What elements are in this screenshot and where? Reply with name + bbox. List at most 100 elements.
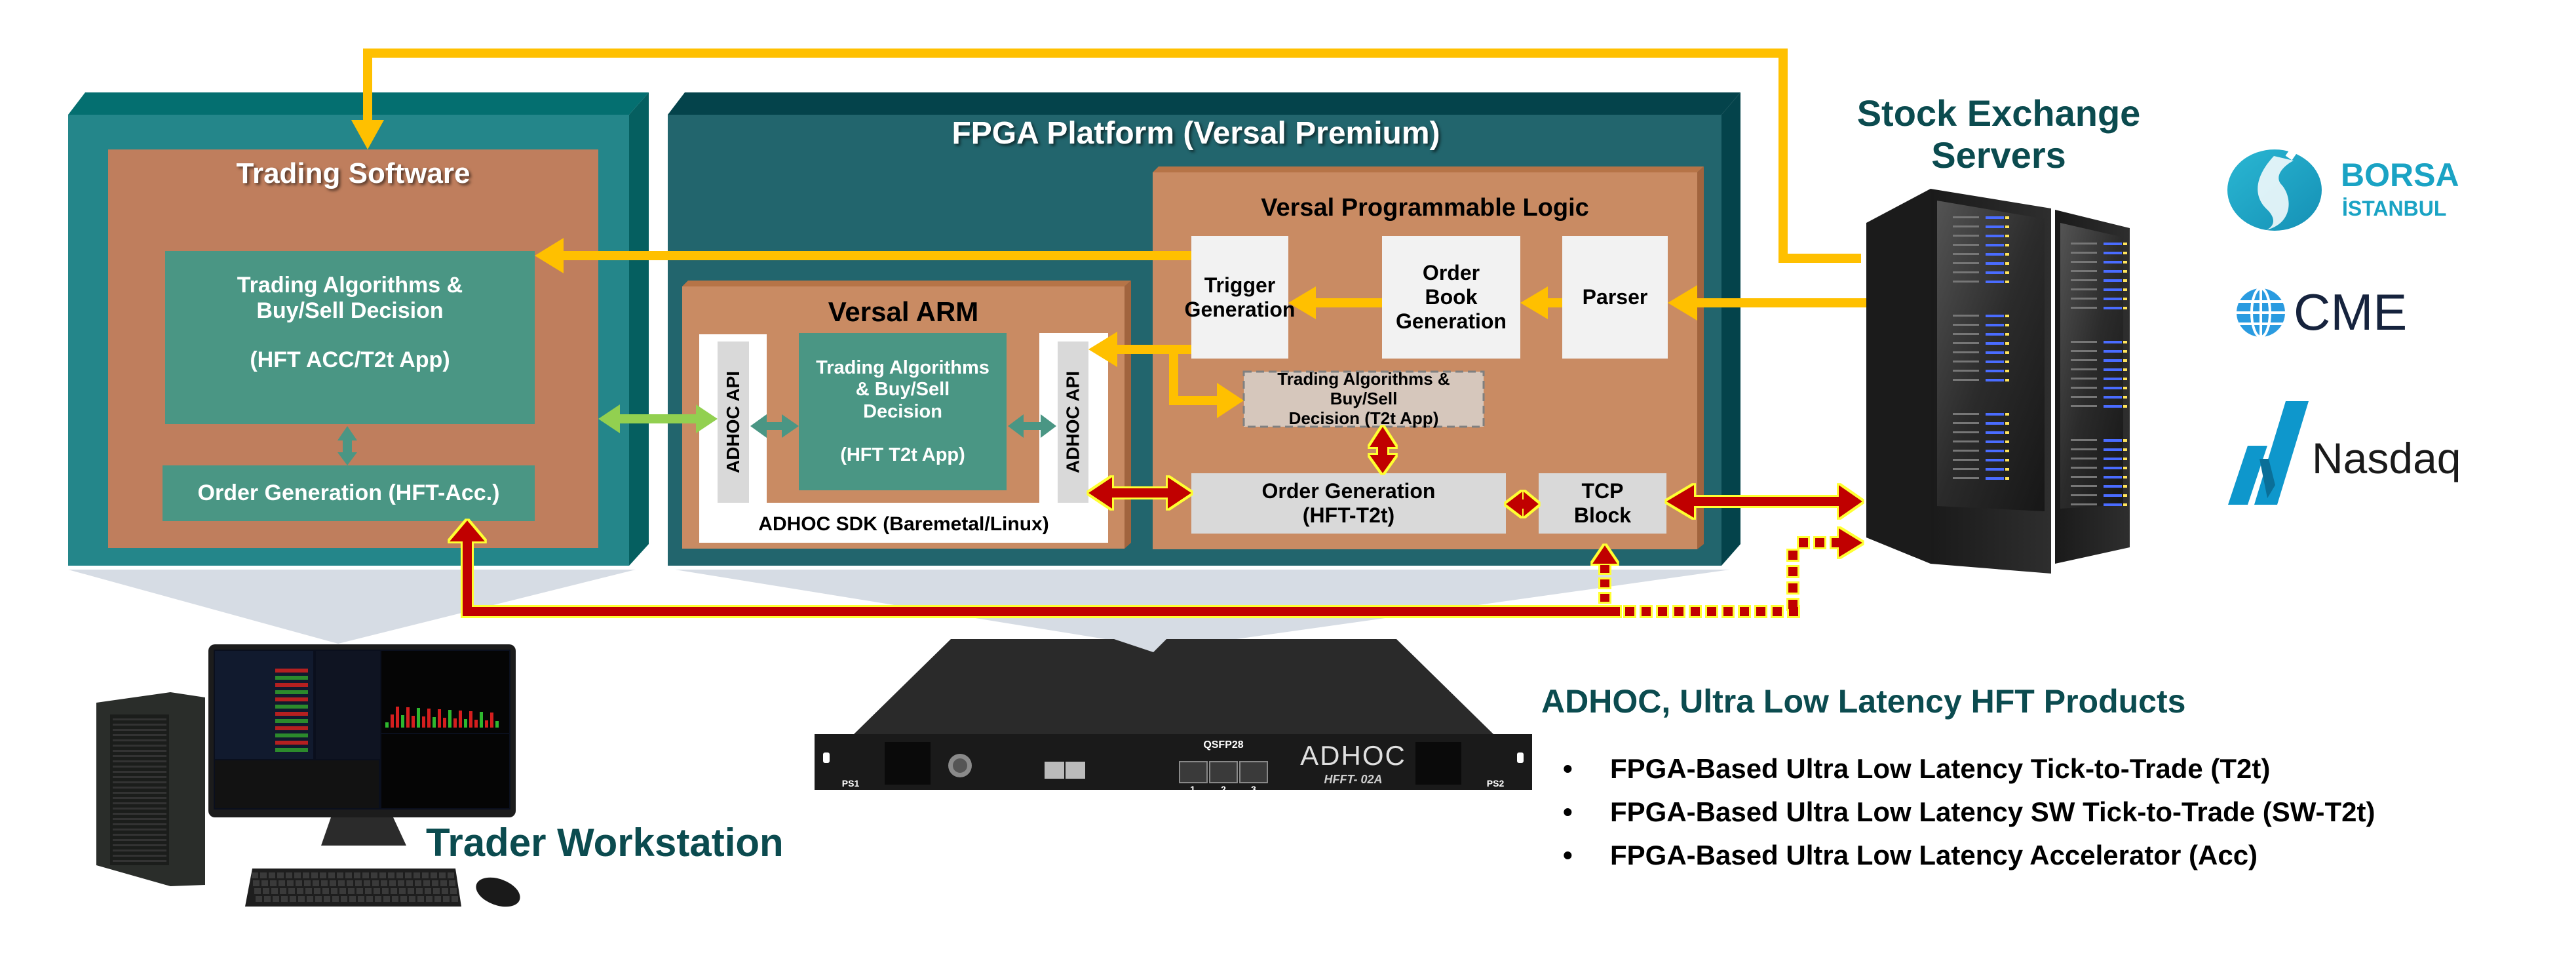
rack-led-blue	[2104, 279, 2122, 282]
screen-bar	[391, 714, 394, 728]
tower-vent	[113, 739, 166, 741]
keyboard-key	[332, 896, 339, 902]
rack-led-blue	[1986, 379, 2004, 381]
rack-led-blue	[1986, 244, 2004, 246]
trading-algo-app-label: (HFT ACC/T2t App)	[250, 347, 450, 373]
keyboard-key	[448, 872, 454, 878]
rack-slot	[2071, 288, 2097, 290]
tower-vent	[113, 829, 166, 830]
keyboard-key	[269, 872, 275, 878]
keyboard-key	[294, 872, 301, 878]
rack-led-yellow	[2005, 262, 2009, 265]
rack-led-yellow	[2005, 379, 2009, 381]
cme-name: CME	[2294, 283, 2408, 342]
screen-bar	[401, 715, 404, 728]
screen-bar	[453, 718, 457, 728]
rack-slot	[1953, 440, 1979, 442]
product-item-label: FPGA-Based Ultra Low Latency Tick-to-Tra…	[1610, 753, 2271, 784]
screen-bar	[396, 707, 399, 728]
rack-led-blue	[1986, 413, 2004, 416]
keyboard-key	[263, 888, 269, 894]
borsa-name: BORSA	[2341, 156, 2459, 193]
tower-vent	[113, 792, 166, 794]
arm-title: Versal ARM	[828, 296, 979, 327]
keyboard-key	[348, 888, 355, 894]
keyboard-key	[281, 896, 288, 902]
product-item: •FPGA-Based Ultra Low Latency Accelerato…	[1563, 834, 2375, 877]
keyboard-key	[297, 888, 303, 894]
market-data-arrowheads	[351, 120, 1697, 418]
rack-slot	[1953, 244, 1979, 246]
pl-order-gen-label: Order Generation (HFT-T2t)	[1261, 479, 1436, 527]
tcp-label: TCP Block	[1573, 479, 1632, 527]
product-item: •FPGA-Based Ultra Low Latency Tick-to-Tr…	[1563, 747, 2375, 791]
tower-vent	[113, 734, 166, 736]
pl-order-gen-box	[1191, 473, 1506, 534]
dotted-segment	[1674, 607, 1683, 616]
rack-led-yellow	[2123, 307, 2127, 309]
rack-led-yellow	[2005, 450, 2009, 452]
product-item: •FPGA-Based Ultra Low Latency SW Tick-to…	[1563, 791, 2375, 834]
keyboard-key	[328, 872, 335, 878]
keyboard-key	[452, 896, 458, 902]
dotted-segment	[1799, 538, 1808, 547]
device-port-1: 1	[1190, 783, 1195, 794]
dotted-segment	[1788, 600, 1797, 609]
screen-bar	[469, 711, 472, 728]
rack-slot	[2071, 350, 2097, 352]
pl-top-bevel	[1153, 166, 1704, 172]
screen-cell	[275, 683, 308, 687]
rack-led-blue	[2104, 378, 2122, 380]
rack-led-yellow	[2005, 315, 2009, 317]
rack-slot	[2071, 252, 2097, 254]
trading-projection	[68, 570, 636, 644]
tower-vent	[113, 750, 166, 752]
keyboard-key	[449, 880, 455, 886]
rack-led-yellow	[2123, 396, 2127, 399]
keyboard-key	[264, 896, 271, 902]
keyboard-key	[320, 872, 326, 878]
dotted-segment	[1600, 579, 1609, 587]
order-book-box	[1382, 236, 1520, 359]
rack-led-yellow	[2005, 253, 2009, 256]
rack-slot	[1953, 315, 1979, 317]
tower-vent	[113, 844, 166, 846]
keyboard-key	[339, 888, 346, 894]
rack-led-blue	[2104, 270, 2122, 273]
keyboard-key	[426, 896, 433, 902]
adhoc-device-icon	[815, 639, 1532, 790]
rack-led-yellow	[2005, 422, 2009, 425]
dotted-segment	[1707, 607, 1716, 616]
rack-led-blue	[1986, 459, 2004, 461]
screen-bar	[427, 709, 431, 728]
rack-slot	[1953, 477, 1979, 479]
arm-api-right	[1058, 342, 1088, 503]
rack-slot	[1953, 324, 1979, 326]
keyboard-key	[287, 880, 294, 886]
keyboard-key	[324, 896, 330, 902]
keyboard-key	[277, 872, 284, 878]
trigger-to-pl-algo	[1169, 349, 1219, 405]
tower-vent	[113, 724, 166, 726]
keyboard-key	[354, 872, 360, 878]
dotted-segment	[1723, 607, 1733, 616]
keyboard-key	[415, 880, 421, 886]
rack-led-yellow	[2005, 459, 2009, 461]
keyboard-key	[382, 888, 389, 894]
rack-led-yellow	[2123, 359, 2127, 362]
rack-led-blue	[1986, 468, 2004, 471]
workstation-icon	[96, 644, 520, 907]
mouse-icon	[476, 877, 520, 907]
keyboard-key	[271, 888, 278, 894]
tower-vent	[113, 766, 166, 768]
rack-slot	[2071, 341, 2097, 343]
rack-led-yellow	[2005, 361, 2009, 363]
rack-slot	[1953, 450, 1979, 452]
trigger-box	[1191, 236, 1288, 359]
rack-led-blue	[1986, 262, 2004, 265]
rack-slot	[2071, 467, 2097, 469]
keyboard-key	[408, 888, 414, 894]
software-arm-link	[598, 404, 718, 433]
dotted-segment	[1789, 607, 1798, 616]
